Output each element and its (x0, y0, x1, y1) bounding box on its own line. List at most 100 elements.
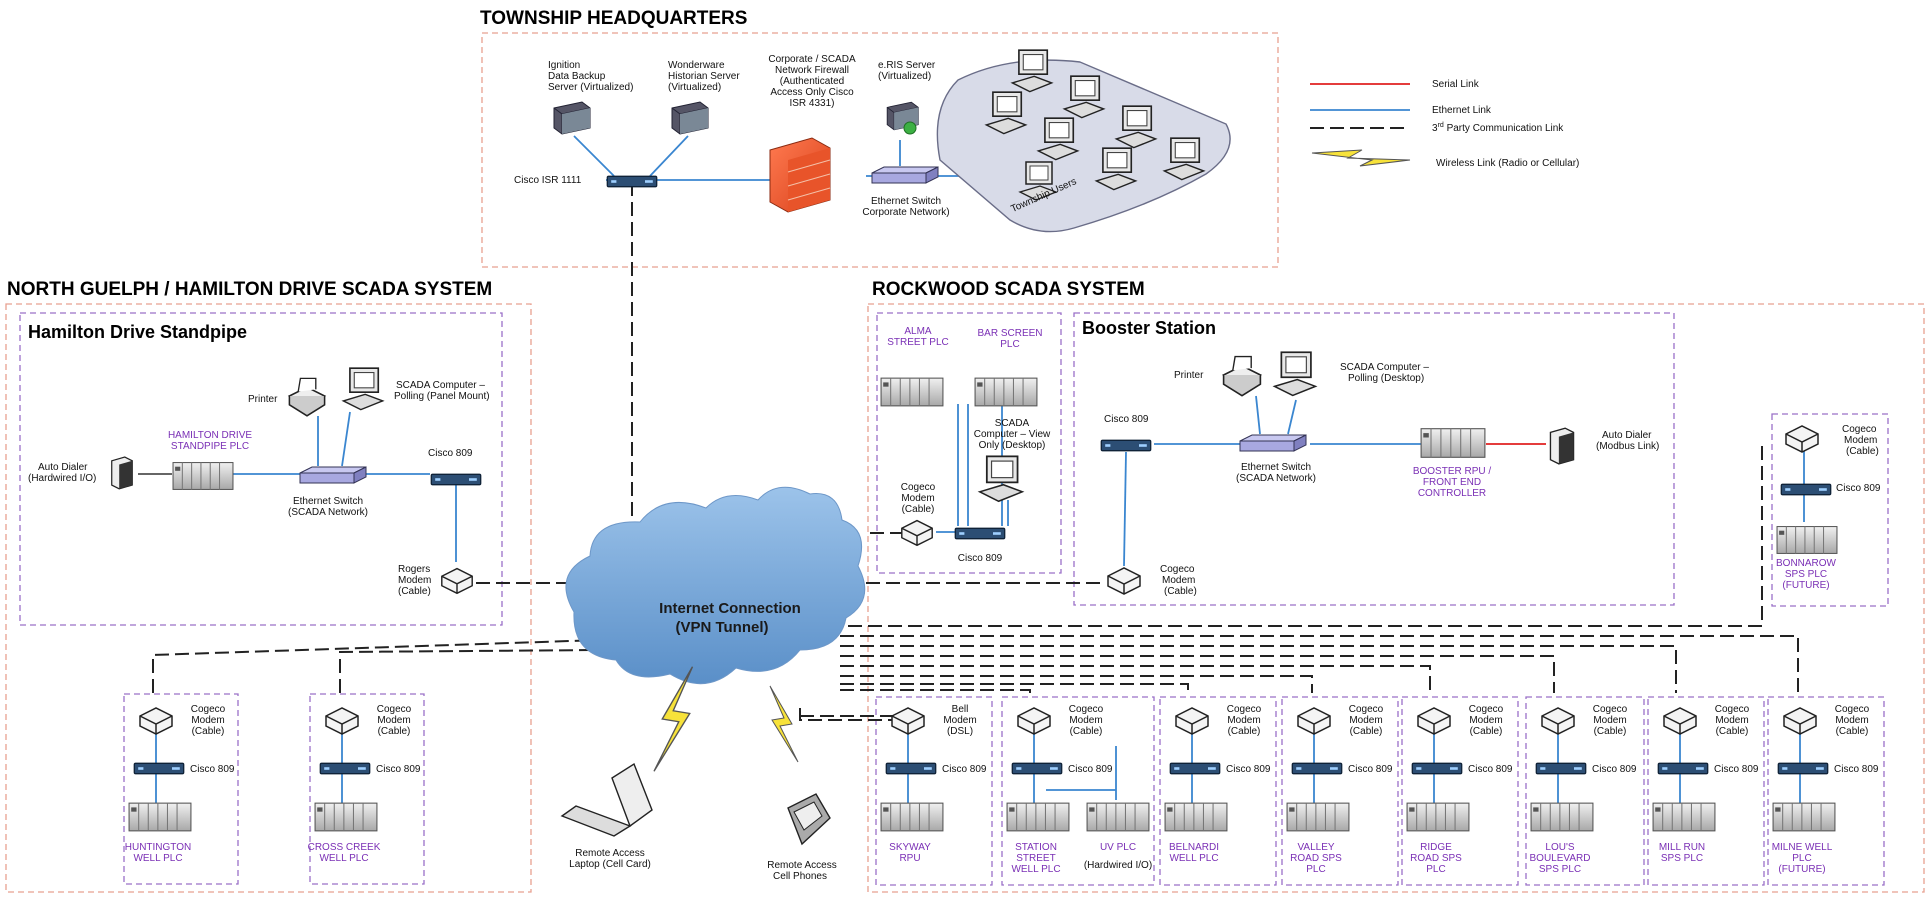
user-pc-icon (1011, 49, 1053, 93)
site-cisco-icon (1011, 762, 1063, 775)
corporate-switch-icon (871, 166, 939, 184)
north-guelph-border (5, 303, 532, 893)
site-plc-icon (1530, 802, 1594, 832)
hamilton-printer-icon (288, 377, 326, 417)
site-plc-icon (1772, 802, 1836, 832)
site-cisco-icon (1169, 762, 1221, 775)
hamilton-switch-label: Ethernet Switch(SCADA Network) (288, 496, 368, 518)
site-cisco-icon (1411, 762, 1463, 775)
township-hq-title: TOWNSHIP HEADQUARTERS (480, 8, 747, 29)
rockwood-border (867, 303, 1925, 893)
hq-group: Township Users (553, 49, 1231, 233)
hamilton-switch-icon (299, 466, 367, 484)
site-cisco-icon (133, 762, 185, 775)
hamilton-scada-pc-icon (342, 367, 384, 411)
legend-wireless-icon (1311, 149, 1411, 167)
rogers-modem-icon (441, 567, 473, 595)
bonnarow-cisco-label: Cisco 809 (1836, 483, 1881, 494)
site-cisco-label: Cisco 809 (942, 764, 987, 775)
site-cisco-icon (319, 762, 371, 775)
site-plc-icon (1286, 802, 1350, 832)
hamilton-scada-pc-label: SCADA Computer –Polling (Panel Mount) (394, 380, 490, 402)
rockwood-left-cisco-label: Cisco 809 (958, 553, 1003, 564)
site-modem-icon (325, 707, 359, 735)
cisco-isr-1111-icon (606, 175, 658, 188)
hamilton-printer-label: Printer (248, 394, 278, 405)
site-cisco-label: Cisco 809 (376, 764, 421, 775)
site-modem-icon (1541, 707, 1575, 735)
remote-laptop-icon (560, 762, 653, 837)
phone-wireless-icon (769, 685, 799, 763)
site-cisco-icon (885, 762, 937, 775)
booster-cisco-icon (1100, 439, 1152, 452)
site-cisco-label: Cisco 809 (1068, 764, 1113, 775)
eris-label: e.RIS Server(Virtualized) (878, 60, 936, 82)
rockwood-left-modem-icon (901, 519, 933, 547)
legend-serial-label: Serial Link (1432, 79, 1480, 90)
laptop-wireless-icon (653, 666, 694, 772)
booster-autodialer-label: Auto Dialer(Modbus Link) (1596, 430, 1659, 452)
site-plc-icon (1164, 802, 1228, 832)
hamilton-autodialer-label: Auto Dialer(Hardwired I/O) (28, 462, 96, 484)
hamilton-standpipe-border (19, 312, 503, 626)
third-party-links (152, 182, 1799, 721)
barscreen-plc-icon (974, 377, 1038, 407)
booster-rpu-icon (1420, 428, 1486, 458)
legend-wireless-label: Wireless Link (Radio or Cellular) (1436, 158, 1579, 169)
north-guelph-title: NORTH GUELPH / HAMILTON DRIVE SCADA SYST… (7, 279, 492, 300)
user-pc-icon (1063, 75, 1105, 119)
hamilton-standpipe-title: Hamilton Drive Standpipe (28, 322, 247, 342)
rockwood-title: ROCKWOOD SCADA SYSTEM (872, 279, 1145, 300)
booster-autodialer-icon (1549, 427, 1575, 465)
bonnarow-cisco-icon (1780, 483, 1832, 496)
site-modem-icon (1175, 707, 1209, 735)
site-modem-icon (1417, 707, 1451, 735)
site-modem-icon (1663, 707, 1697, 735)
rockwood-left-cisco-icon (954, 527, 1006, 540)
alma-plc-icon (880, 377, 944, 407)
site-cisco-label: Cisco 809 (1834, 764, 1879, 775)
cisco-isr-label: Cisco ISR 1111 (514, 175, 582, 186)
hamilton-cisco-icon (430, 473, 482, 486)
site-cisco-icon (1291, 762, 1343, 775)
ignition-server-icon (553, 101, 591, 135)
booster-printer-label: Printer (1174, 370, 1204, 381)
wonderware-server-icon (671, 101, 709, 135)
site-cisco-label: Cisco 809 (1468, 764, 1513, 775)
site-modem-icon (139, 707, 173, 735)
site-modem-icon (1783, 707, 1817, 735)
booster-modem-icon (1107, 567, 1141, 595)
booster-cisco-label: Cisco 809 (1104, 414, 1149, 425)
bonnarow-border (1771, 413, 1889, 607)
